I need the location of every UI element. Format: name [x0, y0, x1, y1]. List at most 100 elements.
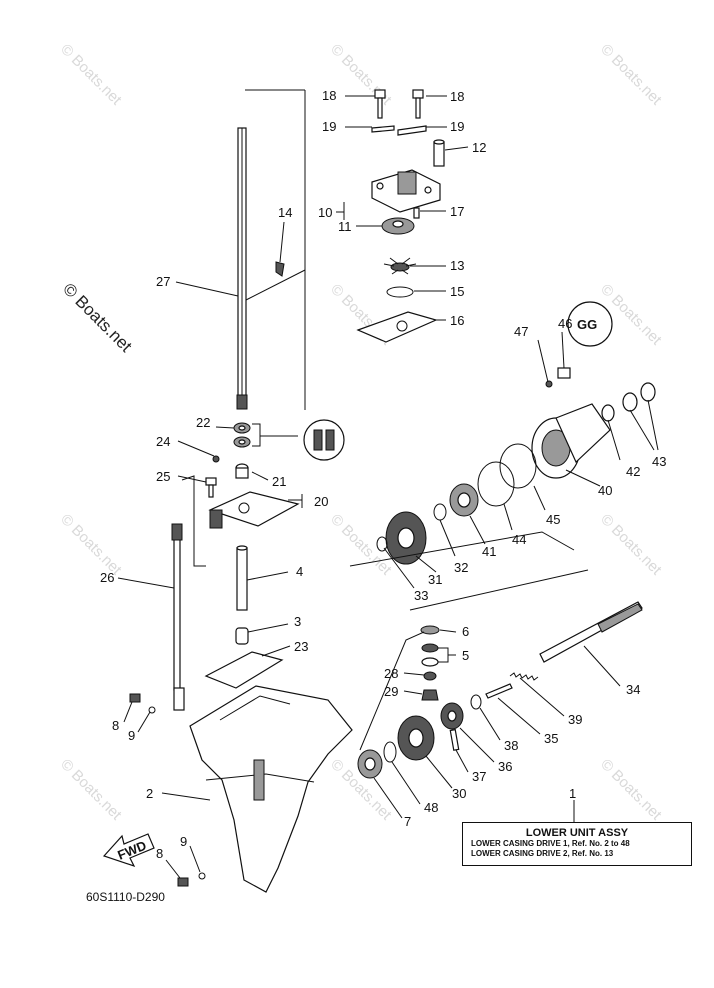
insert-cartridge [381, 217, 415, 235]
grommet [371, 125, 395, 133]
taper-bearing [357, 749, 383, 779]
watermark: © Boats.net [597, 41, 665, 109]
bolt [205, 477, 217, 498]
callout-41: 41 [482, 544, 496, 559]
o-ring [386, 286, 414, 298]
callout-21: 21 [272, 474, 286, 489]
watermark-large: © Boats.net [59, 279, 136, 356]
watermark: © Boats.net [57, 41, 125, 109]
callout-30: 30 [452, 786, 466, 801]
callout-2: 2 [146, 786, 153, 801]
callout-40: 40 [598, 483, 612, 498]
callout-8: 8 [112, 718, 119, 733]
callout-8: 8 [156, 846, 163, 861]
pinion-stack [420, 625, 440, 701]
callout-26: 26 [100, 570, 114, 585]
propeller-shaft-housing [531, 403, 611, 479]
callout-38: 38 [504, 738, 518, 753]
callout-29: 29 [384, 684, 398, 699]
callout-13: 13 [450, 258, 464, 273]
o-ring [499, 443, 537, 489]
shim [383, 741, 397, 763]
oil-seal [640, 382, 656, 402]
propeller-shaft [539, 601, 643, 663]
callout-5: 5 [462, 648, 469, 663]
callout-36: 36 [498, 759, 512, 774]
ball-bearing [449, 483, 479, 517]
washer [545, 380, 553, 388]
drive-shaft [236, 89, 306, 410]
gear-oil-icon: GG [567, 301, 613, 347]
drain-screw [129, 693, 206, 887]
assembly-title: LOWER UNIT ASSY [525, 827, 629, 839]
callout-1: 1 [569, 786, 576, 801]
ball [212, 455, 220, 463]
callout-18: 18 [322, 88, 336, 103]
callout-7: 7 [404, 814, 411, 829]
callout-19: 19 [450, 119, 464, 134]
watermark: © Boats.net [327, 41, 395, 109]
watermark: © Boats.net [57, 511, 125, 579]
callout-14: 14 [278, 205, 292, 220]
callout-11: 11 [338, 219, 352, 234]
callout-32: 32 [454, 560, 468, 575]
assembly-row: LOWER CASING DRIVE 2, Ref. No. 13 [471, 849, 614, 858]
callout-34: 34 [626, 682, 640, 697]
reverse-gear [385, 511, 427, 565]
callout-9: 9 [128, 728, 135, 743]
callout-44: 44 [512, 532, 526, 547]
grommet [235, 627, 249, 645]
water-tube [236, 545, 248, 611]
callout-3: 3 [294, 614, 301, 629]
gasket [204, 651, 284, 689]
callout-35: 35 [544, 731, 558, 746]
oil-seal [622, 392, 638, 412]
woodruff-key [275, 261, 285, 277]
callout-43: 43 [652, 454, 666, 469]
watermark: © Boats.net [597, 756, 665, 824]
callout-17: 17 [450, 204, 464, 219]
callout-31: 31 [428, 572, 442, 587]
grommet [397, 125, 427, 136]
callout-25: 25 [156, 469, 170, 484]
needle-bearing [601, 404, 615, 422]
water-tube [433, 139, 445, 167]
cross-pin [449, 728, 460, 751]
dowel-pin [413, 207, 420, 219]
forward-gear [397, 715, 435, 761]
watermark: © Boats.net [597, 511, 665, 579]
bolts [374, 89, 424, 119]
ring [470, 694, 482, 710]
callout-33: 33 [414, 588, 428, 603]
callout-19: 19 [322, 119, 336, 134]
callout-20: 20 [314, 494, 328, 509]
spring [509, 672, 539, 681]
figure-code: 60S1110-D290 [86, 890, 165, 904]
callout-37: 37 [472, 769, 486, 784]
callout-16: 16 [450, 313, 464, 328]
callout-22: 22 [196, 415, 210, 430]
lower-casing [189, 685, 353, 893]
callout-24: 24 [156, 434, 170, 449]
callout-28: 28 [384, 666, 398, 681]
bolt [557, 367, 571, 379]
shim [433, 503, 447, 521]
o-ring [477, 461, 515, 507]
circlip [376, 536, 388, 552]
push-rod [485, 683, 513, 699]
watermark: © Boats.net [327, 511, 395, 579]
dog-clutch [440, 702, 464, 730]
shift-rod [171, 523, 185, 711]
callout-23: 23 [294, 639, 308, 654]
callout-18: 18 [450, 89, 464, 104]
callout-4: 4 [296, 564, 303, 579]
callout-45: 45 [546, 512, 560, 527]
watermark: © Boats.net [57, 756, 125, 824]
callout-48: 48 [424, 800, 438, 815]
callout-39: 39 [568, 712, 582, 727]
leader-lines [117, 95, 659, 879]
gear-oil-label: GG [577, 317, 597, 332]
sealant-icon [303, 419, 345, 461]
callouts: 18 18 19 19 12 10 17 11 14 13 27 15 16 4… [100, 88, 666, 861]
callout-10: 10 [318, 205, 332, 220]
